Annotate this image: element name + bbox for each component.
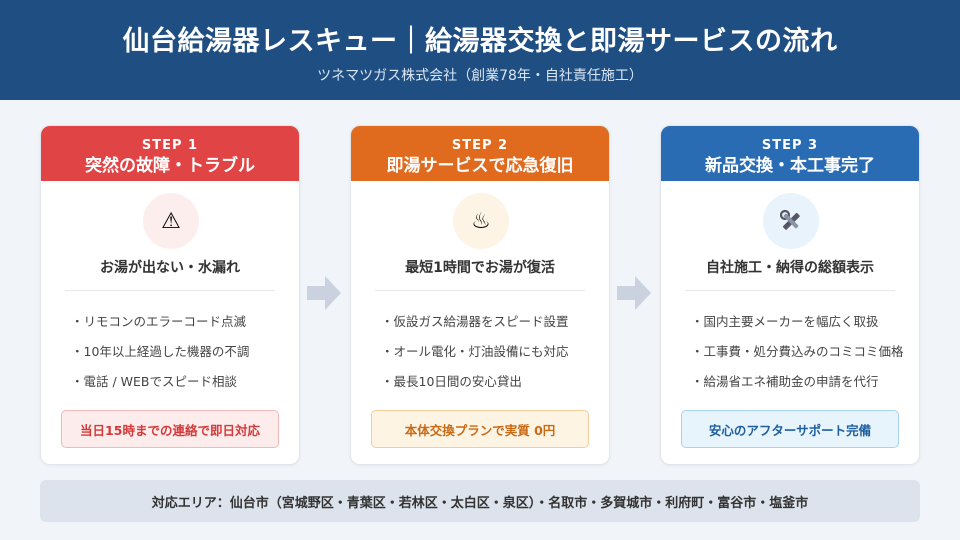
bullet-item: 電話 / WEBでスピード相談 <box>71 367 249 397</box>
tools-icon <box>763 193 819 249</box>
page-title: 仙台給湯器レスキュー｜給湯器交換と即湯サービスの流れ <box>122 26 838 57</box>
hot-springs-icon: ♨ <box>453 193 509 249</box>
step-card-header: STEP 3 新品交換・本工事完了 <box>661 126 919 181</box>
bullet-list: 仮設ガス給湯器をスピード設置 オール電化・灯油設備にも対応 最長10日間の安心貸… <box>381 307 569 397</box>
step-headline: 最短1時間でお湯が復活 <box>405 260 555 276</box>
warning-icon: ⚠ <box>143 193 199 249</box>
step-card-3: STEP 3 新品交換・本工事完了 自社施工・納得の総額表示 国内主要メーカーを… <box>660 125 920 465</box>
step-card-header: STEP 2 即湯サービスで応急復旧 <box>351 126 609 181</box>
step-title: 突然の故障・トラブル <box>85 156 255 176</box>
bullet-item: リモコンのエラーコード点滅 <box>71 307 249 337</box>
bullet-item: 給湯省エネ補助金の申請を代行 <box>691 367 904 397</box>
arrow-right-icon <box>307 276 341 310</box>
bullet-list: リモコンのエラーコード点滅 10年以上経過した機器の不調 電話 / WEBでスピ… <box>71 307 250 397</box>
divider <box>685 290 895 291</box>
step-card-2: STEP 2 即湯サービスで応急復旧 ♨ 最短1時間でお湯が復活 仮設ガス給湯器… <box>350 125 610 465</box>
bullet-item: 仮設ガス給湯器をスピード設置 <box>381 307 569 337</box>
service-area-bar: 対応エリア：仙台市（宮城野区・青葉区・若林区・太白区・泉区）・名取市・多賀城市・… <box>40 480 920 522</box>
step-label: STEP 2 <box>451 138 509 153</box>
company-subtitle: ツネマツガス株式会社（創業78年・自社責任施工） <box>317 68 643 84</box>
bullet-item: オール電化・灯油設備にも対応 <box>381 337 569 367</box>
arrow-right-icon <box>617 276 651 310</box>
step-badge: 安心のアフターサポート完備 <box>681 410 899 448</box>
bullet-item: 国内主要メーカーを幅広く取扱 <box>691 307 904 337</box>
step-badge: 当日15時までの連絡で即日対応 <box>61 410 279 448</box>
step-label: STEP 1 <box>141 138 199 153</box>
step-card-header: STEP 1 突然の故障・トラブル <box>41 126 299 181</box>
step-title: 新品交換・本工事完了 <box>705 156 875 176</box>
step-headline: お湯が出ない・水漏れ <box>100 260 240 276</box>
tools-glyph <box>779 209 800 230</box>
bullet-item: 最長10日間の安心貸出 <box>381 367 569 397</box>
divider <box>65 290 275 291</box>
hot-springs-glyph: ♨ <box>471 208 491 234</box>
bullet-item: 10年以上経過した機器の不調 <box>71 337 250 367</box>
warning-glyph: ⚠ <box>161 208 181 234</box>
step-badge: 本体交換プランで実質 0円 <box>371 410 589 448</box>
step-card-1: STEP 1 突然の故障・トラブル ⚠ お湯が出ない・水漏れ リモコンのエラーコ… <box>40 125 300 465</box>
step-label: STEP 3 <box>761 138 819 153</box>
step-headline: 自社施工・納得の総額表示 <box>706 260 874 276</box>
bullet-item: 工事費・処分費込みのコミコミ価格 <box>691 337 904 367</box>
bullet-list: 国内主要メーカーを幅広く取扱 工事費・処分費込みのコミコミ価格 給湯省エネ補助金… <box>691 307 904 397</box>
page-header: 仙台給湯器レスキュー｜給湯器交換と即湯サービスの流れ ツネマツガス株式会社（創業… <box>0 0 960 100</box>
step-title: 即湯サービスで応急復旧 <box>386 156 574 176</box>
divider <box>375 290 585 291</box>
